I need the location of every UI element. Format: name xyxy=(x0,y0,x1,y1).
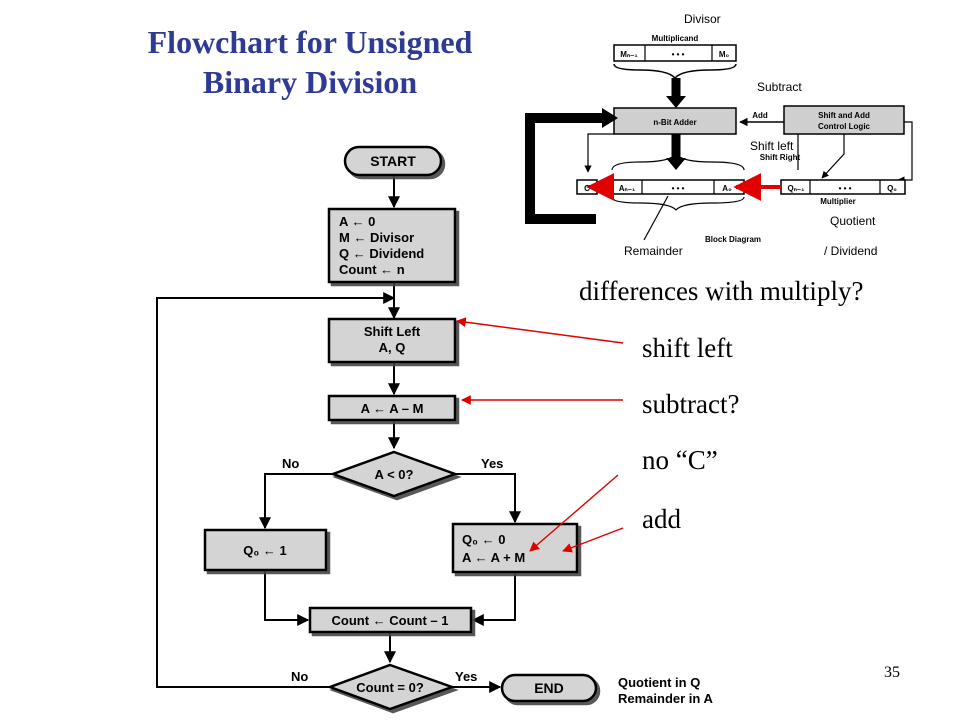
connector xyxy=(471,572,516,626)
result-line: Quotient in Q xyxy=(618,675,700,690)
divisor-brace xyxy=(613,63,737,80)
subtract-label: A ← A – M xyxy=(361,401,424,416)
m-left-label: Mₙ₋₁ xyxy=(620,50,638,59)
multiplier-label: Multiplier xyxy=(820,197,856,206)
q-left-label: Qₙ₋₁ xyxy=(788,184,806,193)
block-diagram-text: Multiplicand Mₙ₋₁ • • • M₀ n-Bit Adder A… xyxy=(584,34,897,244)
control-line: Control Logic xyxy=(818,122,871,131)
a-dots: • • • xyxy=(672,184,685,193)
connector xyxy=(264,570,310,626)
add-annotation-arrow xyxy=(562,527,624,553)
m-right-label: M₀ xyxy=(719,50,730,59)
remainder-pointer xyxy=(643,195,669,241)
start-terminal xyxy=(343,145,443,177)
init-line: Q ← Dividend xyxy=(339,246,424,261)
block-diagram-caption: Block Diagram xyxy=(705,235,761,244)
set-q-one-box xyxy=(203,528,328,572)
note-subtract: subtract? xyxy=(642,389,740,419)
restore-line: Q₀ ← 0 xyxy=(462,532,505,547)
shift-right-label: Shift Right xyxy=(760,153,801,162)
no-label: No xyxy=(291,669,308,684)
title-line-2: Binary Division xyxy=(202,64,418,100)
title-line-1: Flowchart for Unsigned xyxy=(147,24,473,60)
note-shift-left: shift left xyxy=(642,333,733,363)
control-line: Shift and Add xyxy=(818,111,870,120)
count-box xyxy=(308,606,473,634)
note-add: add xyxy=(642,504,681,534)
a-right-label: A₀ xyxy=(722,184,732,193)
page-number: 35 xyxy=(884,664,900,681)
block-diagram xyxy=(525,44,913,241)
q-dots: • • • xyxy=(839,184,852,193)
restore-line: A ← A + M xyxy=(462,550,525,565)
flowchart-text: START A ← 0 M ← Divisor Q ← Dividend Cou… xyxy=(243,153,713,706)
yes-label: Yes xyxy=(481,456,503,471)
c-label: C xyxy=(584,184,590,193)
quotient-label: Quotient xyxy=(830,214,876,228)
shift-left-label: Shift left xyxy=(750,139,794,153)
end-label: END xyxy=(534,680,564,696)
divisor-label: Divisor xyxy=(684,12,721,26)
decision2-label: Count = 0? xyxy=(356,680,424,695)
slide-title: Flowchart for Unsigned Binary Division xyxy=(100,22,520,102)
feedback-loop xyxy=(525,113,604,224)
shift-line: A, Q xyxy=(379,340,406,355)
shift-box xyxy=(327,317,457,364)
set-q1-label: Q₀ ← 1 xyxy=(243,543,286,558)
decision-count-zero xyxy=(326,663,456,711)
note-no-c: no “C” xyxy=(642,445,718,475)
init-line: A ← 0 xyxy=(339,214,375,229)
notes-heading: differences with multiply? xyxy=(579,276,864,306)
add-label: Add xyxy=(752,111,768,120)
m-dots: • • • xyxy=(672,50,685,59)
connector xyxy=(259,473,333,530)
count-label: Count ← Count – 1 xyxy=(332,613,449,628)
start-label: START xyxy=(370,153,416,169)
yes-label: Yes xyxy=(455,669,477,684)
no-c-annotation-arrow xyxy=(529,474,619,552)
connector xyxy=(455,473,521,524)
decision1-label: A < 0? xyxy=(375,467,414,482)
annotation-arrows xyxy=(456,317,624,553)
loop-back-connector xyxy=(156,292,396,688)
remainder-label: Remainder xyxy=(624,244,683,258)
shift-line: Shift Left xyxy=(364,324,421,339)
end-terminal xyxy=(500,673,598,703)
init-box xyxy=(327,207,457,284)
subtract-box xyxy=(327,394,457,422)
init-line: M ← Divisor xyxy=(339,230,414,245)
dividend-label: / Dividend xyxy=(824,244,878,258)
result-line: Remainder in A xyxy=(618,691,713,706)
flowchart xyxy=(156,175,521,693)
adder-box xyxy=(613,107,737,135)
decision-a-negative xyxy=(329,450,459,498)
restore-box xyxy=(451,522,579,574)
a-left-label: Aₙ₋₁ xyxy=(619,184,636,193)
q-right-label: Q₀ xyxy=(887,184,897,193)
no-label: No xyxy=(282,456,299,471)
adder-label: n-Bit Adder xyxy=(653,118,696,127)
subtract-label: Subtract xyxy=(757,80,802,94)
init-line: Count ← n xyxy=(339,262,405,277)
flowchart-shapes xyxy=(203,145,598,711)
multiplicand-label: Multiplicand xyxy=(652,34,699,43)
shift-left-annotation-arrow xyxy=(456,317,624,344)
